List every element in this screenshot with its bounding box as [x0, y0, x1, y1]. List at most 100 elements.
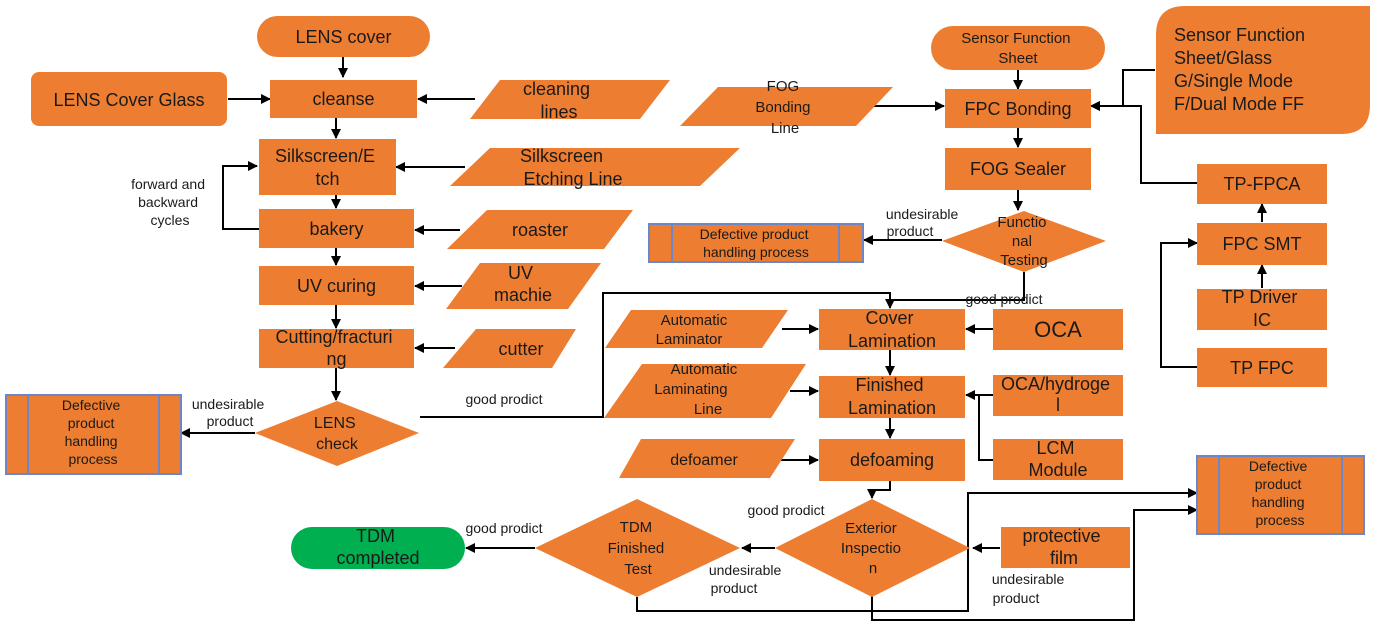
line-functional-cover	[890, 272, 1025, 301]
svg-text:Functio nal Testin: Functio nal Testing	[997, 214, 1050, 269]
svg-text:OCA/hydroge l: OCA/hydroge l	[1001, 374, 1115, 415]
undesirable-top-label: undesirable product	[886, 206, 962, 239]
arrow-sensorbox-fpc	[1090, 69, 1155, 111]
silkscreen-etching-line2: Etching Line	[523, 169, 622, 189]
automatic-laminator-node: Automatic Laminator	[605, 310, 788, 348]
svg-text:good prodict: good prodict	[965, 291, 1042, 307]
uv-curing-label: UV curing	[297, 276, 376, 296]
good-prodict-ext-label: good prodict	[747, 502, 824, 518]
svg-text:TP-FPCA: TP-FPCA	[1223, 174, 1300, 194]
undesirable-left-label: undesirable product	[192, 396, 268, 429]
cleaning-lines-line2: lines	[540, 102, 577, 122]
automatic-laminating-line-node: Automatic Laminating Line	[604, 361, 806, 418]
sensor-function-sheet-node: Sensor Function Sheet	[931, 26, 1105, 70]
functional-testing-node: Functio nal Testing	[942, 211, 1106, 272]
lens-cover-glass-node: LENS Cover Glass	[31, 72, 227, 126]
svg-text:good prodict: good prodict	[465, 391, 542, 407]
lens-check-node: LENS check	[255, 401, 419, 466]
svg-text:protective film: protective film	[1022, 526, 1105, 568]
svg-text:good prodict: good prodict	[747, 502, 824, 518]
defect-left-node: Defective product handling process	[5, 394, 182, 475]
cleanse-label: cleanse	[312, 89, 374, 109]
lens-check-line2: check	[316, 436, 359, 453]
undesirable-ext-label: undesirable product	[992, 571, 1068, 606]
svg-text:TDM Finished Test: TDM Finished Test	[608, 519, 669, 578]
svg-text:Defective product: Defective product handling process	[1249, 458, 1311, 528]
silkscreen-etch-node: Silkscreen/E tch	[259, 139, 396, 195]
finished-lamination-node: Finished Lamination	[819, 375, 965, 418]
undesirable-tdm-label: undesirable product	[709, 562, 785, 596]
cleanse-node: cleanse	[270, 80, 417, 118]
cleaning-lines-node: cleaning lines	[470, 79, 670, 122]
uv-machie-line1: UV	[508, 263, 533, 283]
svg-text:FPC Bonding: FPC Bonding	[964, 99, 1071, 119]
forward-backward-label: forward and backward cycles	[131, 176, 209, 228]
svg-text:undesirable product: undesirable product	[709, 562, 785, 596]
good-prodict-tdm-label: good prodict	[465, 520, 542, 536]
svg-text:undesirable product: undesirable product	[992, 571, 1068, 606]
arrow-tpfpca-fpc	[1090, 101, 1197, 184]
silkscreen-etch-line1: Silkscreen/E	[275, 146, 375, 166]
tp-driver-ic-node: TP Driver IC	[1197, 287, 1327, 330]
svg-text:Sensor Function Sheet: Sensor Function Sheet	[961, 30, 1074, 67]
svg-text:cleaning lines: cleaning lines	[523, 79, 595, 122]
fpc-smt-node: FPC SMT	[1197, 223, 1327, 265]
svg-text:TDM completed: TDM completed	[336, 526, 419, 568]
svg-text:Silkscreen Etching Line: Silkscreen Etching Line	[520, 146, 623, 189]
svg-text:LCM Module: LCM Module	[1028, 438, 1087, 480]
cover-lamination-node: Cover Lamination	[819, 308, 965, 351]
oca-hydrogel-node: OCA/hydroge l	[993, 374, 1123, 416]
svg-text:UV machie: UV machie	[494, 263, 552, 305]
svg-text:FPC SMT: FPC SMT	[1223, 234, 1302, 254]
uv-machie-node: UV machie	[446, 263, 601, 309]
defect-top-node: Defective product handling process	[648, 223, 864, 263]
exterior-inspection-node: Exterior Inspectio n	[775, 499, 970, 597]
svg-text:undesirable product: undesirable product	[886, 206, 962, 239]
sensor-function-box-node: Sensor Function Sheet/Glass G/Single Mod…	[1156, 6, 1370, 134]
tp-fpca-node: TP-FPCA	[1197, 164, 1327, 204]
good-prodict-mid-label: good prodict	[465, 391, 542, 407]
line-exterior-defect-right	[871, 505, 1198, 621]
lens-cover-node: LENS cover	[257, 16, 430, 57]
svg-text:forward and backward: forward and backward cycles	[131, 176, 209, 228]
svg-text:FOG Bonding Line: FOG Bonding Line	[755, 78, 814, 137]
line-lcm-finished	[978, 395, 993, 461]
uv-machie-line2: machie	[494, 285, 552, 305]
arrow-defoaming-exterior	[867, 481, 891, 499]
oca-node: OCA	[993, 309, 1123, 350]
svg-text:Finished Lamination: Finished Lamination	[848, 375, 936, 418]
svg-text:Silkscreen/E tch: Silkscreen/E tch	[275, 146, 380, 189]
arrow-tpfpc-fpcsmt	[1160, 238, 1198, 368]
svg-text:Automatic Laminator: Automatic Laminator	[656, 312, 732, 348]
fog-bonding-line-node: FOG Bonding Line	[680, 78, 893, 137]
cutter-label: cutter	[498, 339, 543, 359]
svg-text:LENS check: LENS check	[314, 415, 360, 453]
defect-right-node: Defective product handling process	[1196, 455, 1365, 535]
svg-text:Cutting/fracturi ng: Cutting/fracturi ng	[275, 327, 397, 369]
defoamer-node: defoamer	[619, 439, 795, 478]
lens-check-line1: LENS	[314, 415, 356, 432]
svg-text:good prodict: good prodict	[465, 520, 542, 536]
cutting-fracturing-line2: ng	[326, 349, 346, 369]
svg-text:Defective product: Defective product handling process	[62, 397, 124, 467]
line-tdm-defect-right	[636, 488, 1198, 612]
cutting-fracturing-line1: Cutting/fracturi	[275, 327, 392, 347]
defoaming-node: defoaming	[819, 439, 965, 481]
cutter-node: cutter	[443, 329, 576, 368]
uv-curing-node: UV curing	[259, 266, 414, 305]
line-lenscheck-good	[420, 292, 895, 418]
svg-text:OCA: OCA	[1034, 317, 1082, 342]
svg-text:undesirable product: undesirable product	[192, 396, 268, 429]
cutting-fracturing-node: Cutting/fracturi ng	[259, 327, 414, 369]
bakery-label: bakery	[309, 219, 363, 239]
svg-text:TP FPC: TP FPC	[1230, 358, 1294, 378]
silkscreen-etching-line-node: Silkscreen Etching Line	[450, 146, 740, 189]
loop-forward-backward	[222, 161, 259, 230]
silkscreen-etching-line1: Silkscreen	[520, 146, 603, 166]
bakery-node: bakery	[259, 209, 414, 248]
svg-text:Exterior Inspectio: Exterior Inspectio n	[841, 520, 905, 577]
protective-film-node: protective film	[1001, 526, 1130, 568]
svg-text:defoaming: defoaming	[850, 450, 934, 470]
svg-text:Defective product handli: Defective product handling process	[700, 226, 813, 260]
roaster-node: roaster	[447, 210, 633, 249]
